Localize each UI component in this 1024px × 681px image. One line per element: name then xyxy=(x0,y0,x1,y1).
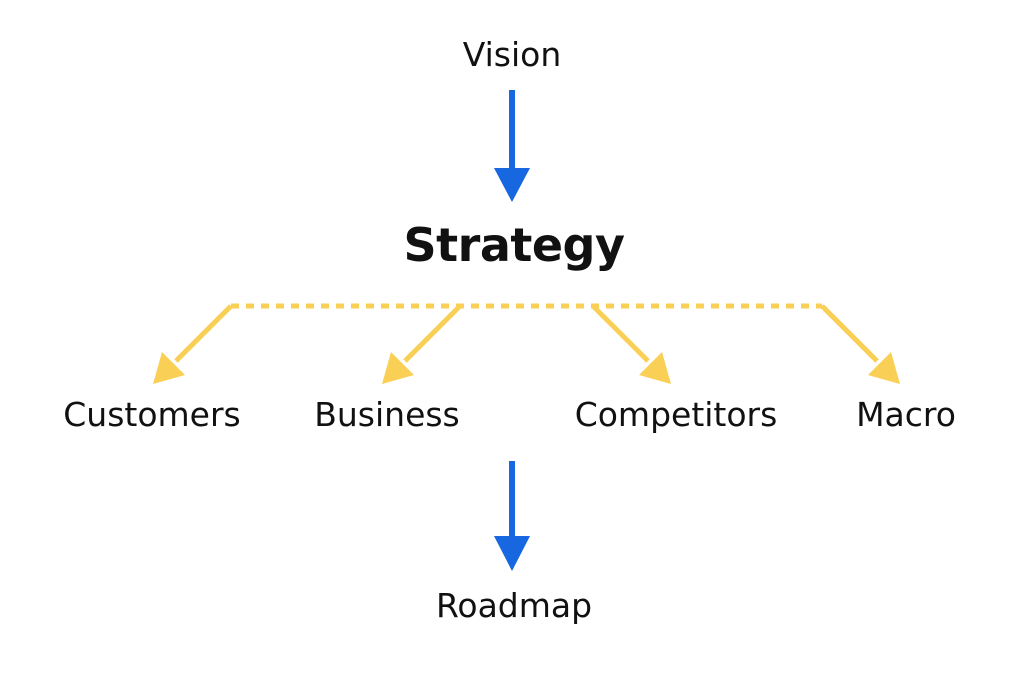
node-business: Business xyxy=(314,395,460,434)
node-customers: Customers xyxy=(63,395,241,434)
arrow-strategy-to-macro xyxy=(820,304,900,384)
node-roadmap: Roadmap xyxy=(435,586,593,625)
node-competitors: Competitors xyxy=(574,395,778,434)
node-vision: Vision xyxy=(462,35,562,74)
arrow-strategy-to-competitors xyxy=(591,304,671,384)
arrow-vision-to-strategy xyxy=(494,90,530,202)
arrow-to-roadmap xyxy=(494,461,530,571)
node-macro: Macro xyxy=(856,395,956,434)
arrow-strategy-to-customers xyxy=(153,304,233,384)
node-strategy: Strategy xyxy=(403,218,625,272)
arrow-strategy-to-business xyxy=(382,304,462,384)
